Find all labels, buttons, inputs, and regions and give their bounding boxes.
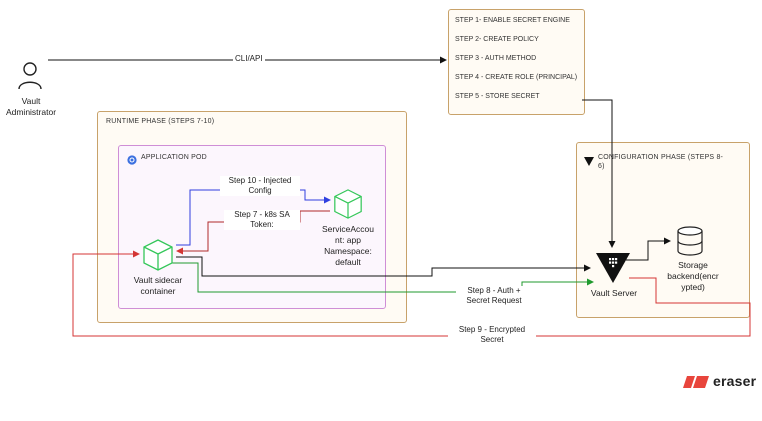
step-4: STEP 4 - CREATE ROLE (PRINCIPAL) [455, 74, 578, 81]
step-5: STEP 5 - STORE SECRET [455, 93, 540, 100]
storage-backend-label: Storage backend(encr ypted) [667, 260, 719, 292]
eraser-brand-text: eraser [713, 373, 757, 389]
step-2: STEP 2- CREATE POLICY [455, 36, 539, 43]
steps-box: STEP 1- ENABLE SECRET ENGINE STEP 2- CRE… [448, 9, 585, 115]
cli-api-label: CLI/API [233, 54, 265, 63]
edge-step9 [72, 250, 751, 337]
user-icon [17, 60, 43, 90]
runtime-phase-label: RUNTIME PHASE (STEPS 7-10) [106, 118, 215, 125]
eraser-logo-icon [683, 375, 709, 388]
configuration-phase-label-line1: CONFIGURATION PHASE (STEPS 8- [598, 154, 724, 161]
vault-server-label: Vault Server [590, 288, 638, 298]
cube-icon [141, 238, 175, 272]
vault-administrator-label: Vault Administrator [5, 96, 57, 117]
edge-steps-to-vault [582, 99, 616, 248]
cube-icon [332, 188, 364, 220]
step7-label: Step 7 - k8s SA Token: [224, 210, 300, 230]
kubernetes-icon [127, 152, 137, 165]
database-icon [676, 226, 704, 256]
edge-sidecar-to-vault [176, 256, 591, 277]
edge-vault-to-storage [626, 237, 671, 261]
eraser-brand: eraser [683, 373, 756, 389]
step-1: STEP 1- ENABLE SECRET ENGINE [455, 17, 570, 24]
configuration-phase-group [576, 142, 750, 318]
edge-step8 [172, 262, 594, 293]
step10-label: Step 10 - Injected Config [220, 176, 300, 196]
step8-label: Step 8 - Auth + Secret Request [456, 286, 532, 306]
configuration-phase-label-line2: 6) [598, 163, 605, 170]
application-pod-label: APPLICATION POD [141, 154, 207, 161]
step-3: STEP 3 - AUTH METHOD [455, 55, 537, 62]
vault-sidecar-label: Vault sidecar container [133, 275, 183, 296]
vault-icon [596, 253, 630, 283]
step9-label: Step 9 - Encrypted Secret [448, 325, 536, 345]
vault-triangle-icon [584, 154, 594, 166]
service-account-label: ServiceAccou nt: app Namespace: default [322, 224, 374, 267]
